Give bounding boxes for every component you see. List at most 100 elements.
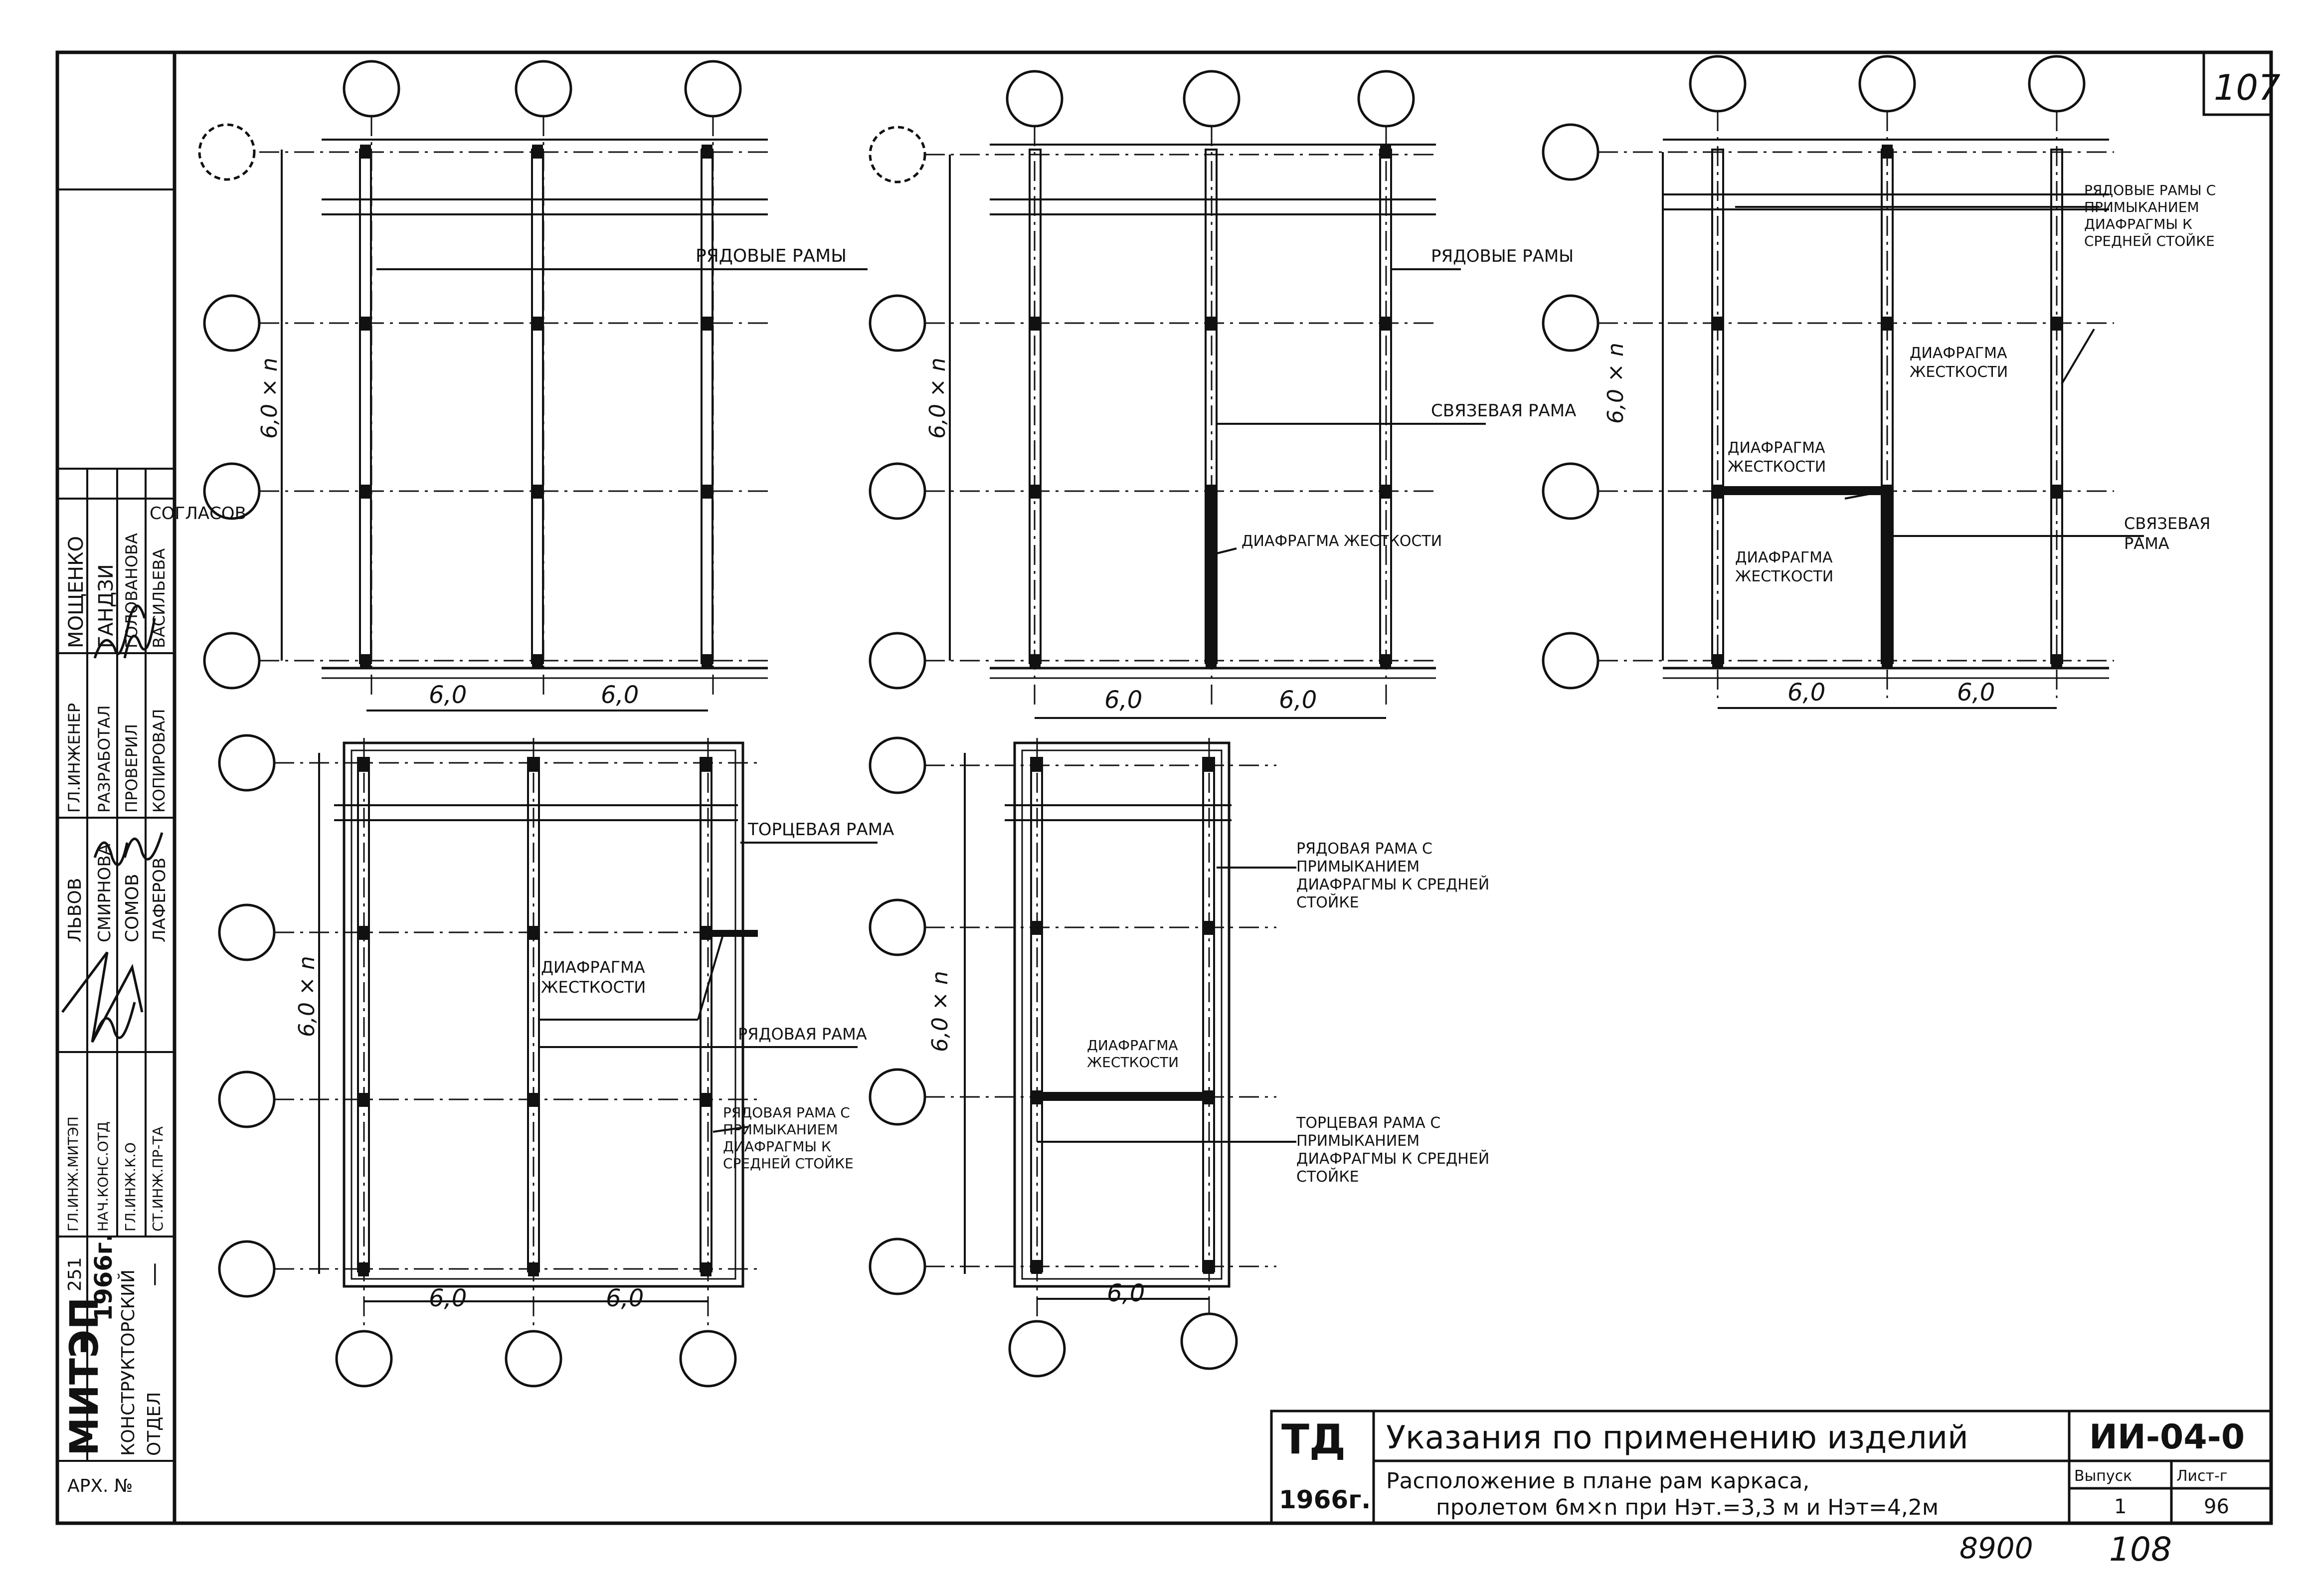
- label-row-frame-adj: РЯДОВАЯ РАМА С ПРИМЫКАНИЕМ ДИАФРАГМЫ К С…: [1296, 840, 1489, 911]
- axis-bubble: [684, 60, 742, 118]
- axis-bubble: [1006, 70, 1064, 128]
- stamp-dept-role: ГЛ.ИНЖ.МИТЭП: [65, 1116, 81, 1232]
- stamp-role: РАЗРАБОТАЛ: [95, 705, 114, 813]
- label-diaphragm: ДИАФРАГМА ЖЕСТКОСТИ: [1735, 549, 1833, 585]
- axis-bubble: [869, 1068, 926, 1126]
- dim-span: 6,0: [1104, 686, 1142, 714]
- axis-bubble: [343, 60, 400, 118]
- axis-bubble: [1542, 462, 1599, 520]
- stamp-name: ЛЬВОВ: [65, 878, 85, 943]
- stamp-name: СМИРНОВА: [95, 844, 115, 942]
- sheet-border: [55, 50, 2273, 1525]
- stamp-dept-role: НАЧ.КОНС.ОТД: [95, 1121, 111, 1232]
- title-sub-2: пролетом 6м×n при Нэт.=3,3 м и Нэт=4,2м: [1436, 1495, 1939, 1520]
- axis-bubble: [1008, 1320, 1066, 1378]
- footer-right-number: 108: [2109, 1530, 2172, 1569]
- stamp-role: ПРОВЕРИЛ: [122, 723, 141, 813]
- axis-bubble: [203, 294, 261, 352]
- dim-span: 6,0: [1279, 686, 1317, 714]
- issue-value: 1: [2114, 1495, 2127, 1518]
- axis-bubble: [1542, 123, 1599, 181]
- dim-height-4: 6,0 × n: [294, 956, 320, 1037]
- axis-bubble: [218, 1070, 276, 1128]
- plan-1: [198, 60, 868, 711]
- axis-bubble: [515, 60, 572, 118]
- label-end-frame: ТОРЦЕВАЯ РАМА: [747, 820, 894, 840]
- axis-bubble: [505, 1330, 562, 1388]
- dim-span: 6,0: [429, 1284, 467, 1312]
- dim-span: 6,0: [601, 681, 639, 709]
- label-end-frame-adj: ТОРЦЕВАЯ РАМА С ПРИМЫКАНИЕМ ДИАФРАГМЫ К …: [1296, 1114, 1489, 1186]
- title-block: [1270, 1410, 2273, 1525]
- axis-bubble: [1858, 55, 1916, 113]
- stamp-agreed-name: ВАСИЛЬЕВА: [150, 548, 169, 648]
- axis-bubble: [203, 632, 261, 690]
- axis-bubble: [2028, 55, 2086, 113]
- page-number: 107: [2214, 67, 2281, 108]
- page-number-box: 107: [2202, 52, 2281, 116]
- label-row-frames: РЯДОВЫЕ РАМЫ: [696, 246, 847, 266]
- stamp-agreed-name: ГОЛОВАНОВА: [122, 533, 141, 648]
- label-diaphragm: ДИАФРАГМА ЖЕСТКОСТИ: [541, 958, 646, 997]
- plan-4: [218, 734, 878, 1388]
- signature-scribbles: [61, 604, 164, 1043]
- axis-bubble: [869, 898, 926, 956]
- label-brace-frame: СВЯЗЕВАЯ РАМА: [2124, 514, 2210, 553]
- axis-bubble: [1357, 70, 1415, 128]
- stamp-dept-role: ГЛ.ИНЖ.К.О: [122, 1142, 139, 1232]
- dim-span: 6,0: [1107, 1279, 1145, 1307]
- sheet-label: Лист-г: [2176, 1467, 2228, 1485]
- label-row-frames: РЯДОВЫЕ РАМЫ: [1431, 246, 1574, 266]
- axis-bubble: [198, 123, 256, 181]
- plan-2: [869, 70, 1486, 719]
- title-main: Указания по применению изделий: [1386, 1419, 1968, 1456]
- sheet-value: 96: [2204, 1495, 2229, 1518]
- stamp-agreed-label: СОГЛАСОВ: [150, 504, 246, 524]
- stamp-role: ГЛ.ИНЖЕНЕР: [65, 703, 84, 813]
- axis-bubble: [335, 1330, 393, 1388]
- dim-height-2: 6,0 × n: [925, 357, 950, 439]
- axis-bubble: [869, 462, 926, 520]
- stamp-agreed-name: МОЩЕНКО: [65, 536, 88, 648]
- label-diaphragm: ДИАФРАГМА ЖЕСТКОСТИ: [1728, 439, 1826, 476]
- axis-bubble: [218, 734, 276, 792]
- stamp-number: 251: [65, 1257, 85, 1291]
- issue-label: Выпуск: [2074, 1467, 2132, 1485]
- stamp-name: ЛАФЕРОВ: [150, 857, 170, 942]
- plan-3: [1542, 55, 2144, 709]
- dim-height-1: 6,0 × n: [257, 357, 282, 439]
- title-code: ИИ-04-0: [2089, 1418, 2245, 1457]
- label-row-frame: РЯДОВАЯ РАМА: [738, 1025, 867, 1044]
- title-year: 1966г.: [1279, 1485, 1371, 1514]
- label-brace-frame: СВЯЗЕВАЯ РАМА: [1431, 401, 1576, 421]
- stamp-agreed-name: ГАНДЗИ: [95, 564, 118, 648]
- axis-bubble: [869, 632, 926, 690]
- title-sub-1: Расположение в плане рам каркаса,: [1386, 1468, 1809, 1494]
- axis-bubble: [218, 903, 276, 961]
- dim-span: 6,0: [606, 1284, 644, 1312]
- stamp-dept-role: СТ.ИНЖ.ПР-ТА: [150, 1126, 166, 1232]
- stamp-grid: [57, 188, 175, 1462]
- dim-height-5: 6,0 × n: [927, 971, 953, 1052]
- dim-height-3: 6,0 × n: [1603, 343, 1628, 424]
- stamp-name: СОМОВ: [122, 874, 143, 942]
- stamp-archive: АРХ. №: [67, 1476, 133, 1496]
- axis-bubble: [869, 736, 926, 794]
- label-row-frame-adj: РЯДОВАЯ РАМА С ПРИМЫКАНИЕМ ДИАФРАГМЫ К С…: [723, 1104, 854, 1172]
- axis-bubble: [1180, 1312, 1238, 1370]
- stamp-org: МИТЭП: [62, 1297, 107, 1456]
- plan-5: [869, 736, 1296, 1378]
- stamp-dept: КОНСТРУКТОРСКИЙ ОТДЕЛ: [118, 1269, 165, 1456]
- axis-bubble: [1542, 632, 1599, 690]
- label-diaphragm: ДИАФРАГМА ЖЕСТКОСТИ: [1242, 532, 1442, 550]
- dim-span: 6,0: [429, 681, 467, 709]
- axis-bubble: [1689, 55, 1747, 113]
- axis-bubble: [679, 1330, 737, 1388]
- axis-bubble: [869, 294, 926, 352]
- dim-span: 6,0: [1787, 679, 1825, 707]
- axis-bubble: [869, 126, 926, 183]
- footer-left-number: 8900: [1959, 1531, 2033, 1565]
- axis-bubble: [1542, 294, 1599, 352]
- label-diaphragm: ДИАФРАГМА ЖЕСТКОСТИ: [1087, 1037, 1179, 1070]
